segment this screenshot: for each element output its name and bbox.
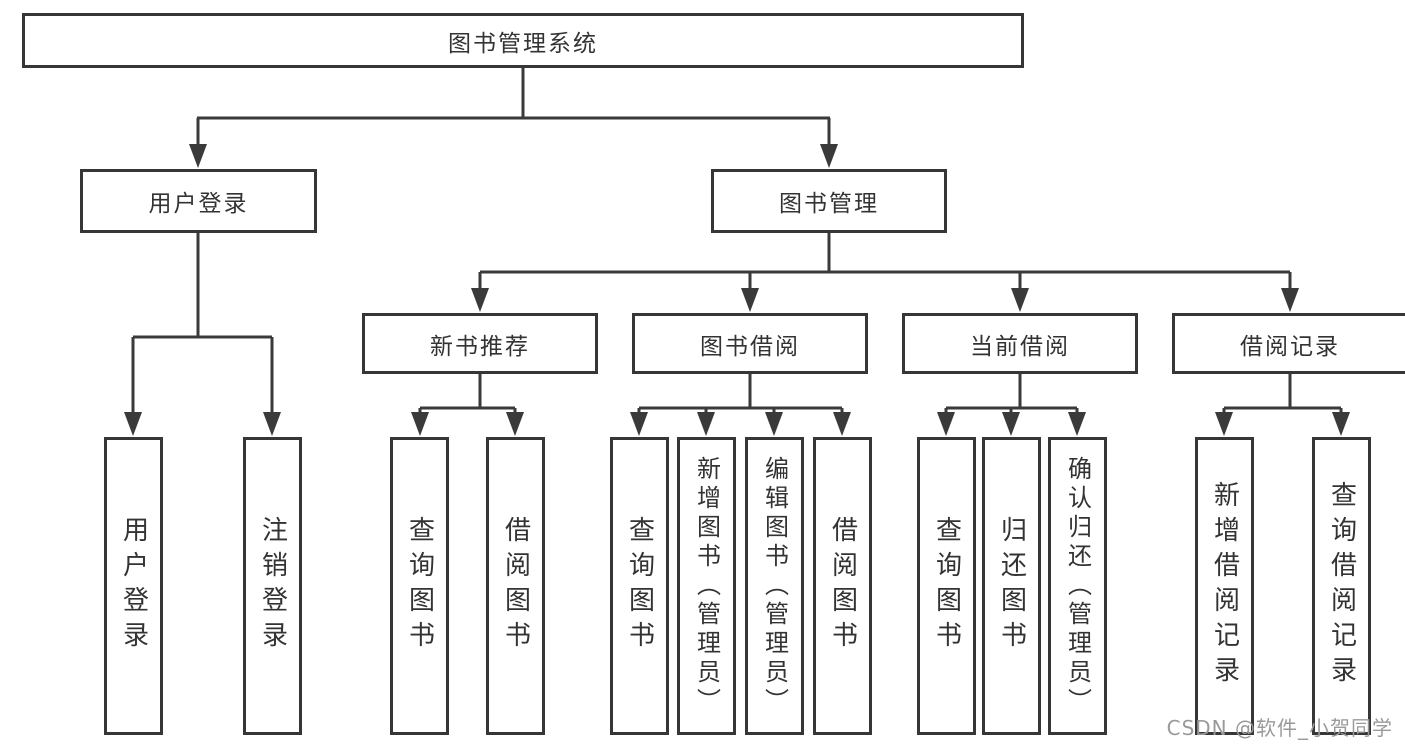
node-book-management: 图书管理: [711, 169, 947, 233]
node-label: 图书管理系统: [448, 30, 598, 57]
leaf-query-books-current: 查询图书: [917, 437, 976, 735]
leaf-borrow-books-recommend: 借阅图书: [486, 437, 545, 735]
node-label: 用户登录: [148, 191, 249, 217]
node-system-root: 图书管理系统: [22, 13, 1024, 68]
leaf-query-borrow-record: 查询借阅记录: [1312, 437, 1371, 735]
node-label: 新书推荐: [430, 333, 530, 360]
node-user-login: 用户登录: [80, 169, 317, 233]
node-label: 用户登录: [118, 516, 149, 656]
leaf-query-books-borrow: 查询图书: [610, 437, 669, 735]
node-label: 查询借阅记录: [1326, 481, 1357, 691]
node-label: 借阅记录: [1240, 333, 1340, 360]
node-label: 查询图书: [404, 516, 435, 656]
leaf-query-books-recommend: 查询图书: [390, 437, 449, 735]
node-label: 新增图书（管理员）: [692, 455, 721, 717]
leaf-add-borrow-record: 新增借阅记录: [1195, 437, 1254, 735]
leaf-confirm-return-admin: 确认归还（管理员）: [1048, 437, 1107, 735]
leaf-user-login: 用户登录: [104, 437, 163, 735]
node-label: 查询图书: [624, 516, 655, 656]
node-book-borrow: 图书借阅: [632, 313, 868, 374]
node-borrow-records: 借阅记录: [1172, 313, 1405, 374]
node-current-borrow: 当前借阅: [902, 313, 1138, 374]
node-label: 新增借阅记录: [1209, 481, 1240, 691]
node-label: 编辑图书（管理员）: [760, 455, 789, 717]
node-label: 借阅图书: [500, 516, 531, 656]
node-label: 注销登录: [257, 516, 288, 656]
node-label: 图书借阅: [700, 333, 800, 360]
leaf-logout: 注销登录: [243, 437, 302, 735]
node-new-book-recommend: 新书推荐: [362, 313, 598, 374]
watermark: CSDN @软件_小贺同学: [1166, 716, 1393, 740]
node-label: 确认归还（管理员）: [1063, 455, 1092, 717]
leaf-add-book-admin: 新增图书（管理员）: [677, 437, 736, 735]
node-label: 当前借阅: [970, 333, 1070, 360]
leaf-return-book: 归还图书: [982, 437, 1041, 735]
node-label: 查询图书: [931, 516, 962, 656]
leaf-edit-book-admin: 编辑图书（管理员）: [745, 437, 804, 735]
node-label: 归还图书: [996, 516, 1027, 656]
node-label: 图书管理: [779, 191, 879, 217]
node-label: 借阅图书: [827, 516, 858, 656]
leaf-borrow-books: 借阅图书: [813, 437, 872, 735]
connector-line-path: [131, 68, 1343, 414]
